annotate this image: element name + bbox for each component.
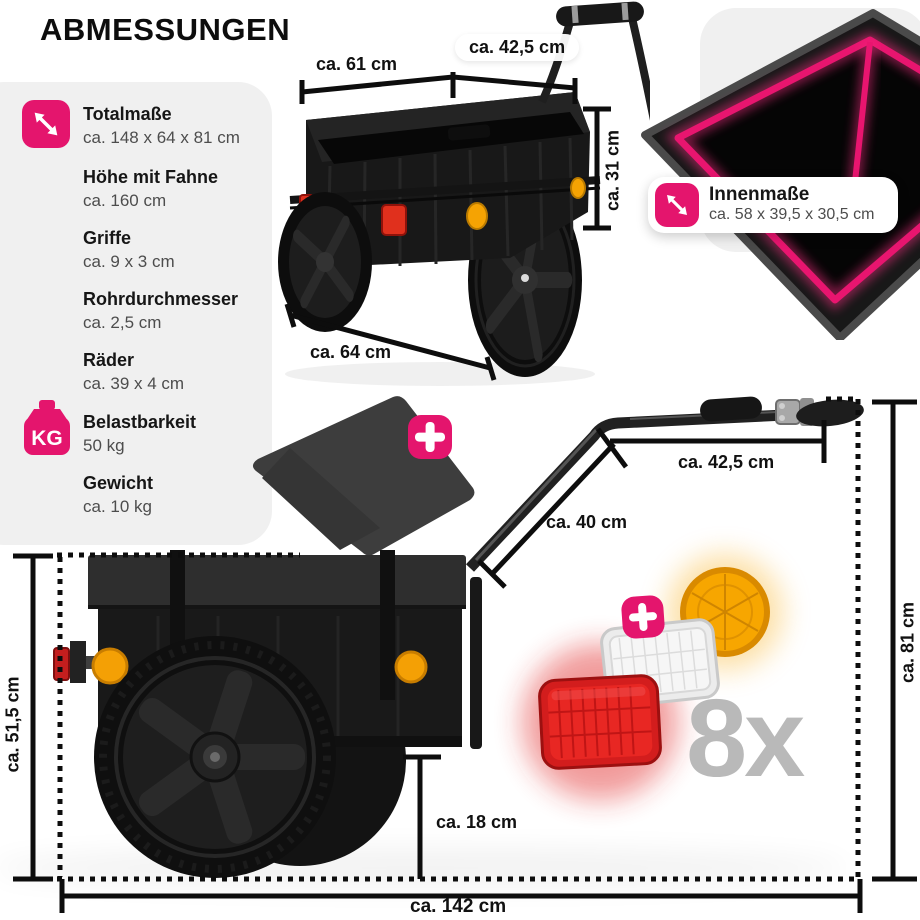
dim-handle-width-side: ca. 42,5 cm xyxy=(678,452,775,472)
dim-drawbar-length: ca. 40 cm xyxy=(546,512,628,532)
spec-label: Gewicht xyxy=(83,473,154,493)
strap xyxy=(380,550,395,700)
kg-weight-icon: KG xyxy=(24,400,70,455)
spec-label: Griffe xyxy=(83,228,132,248)
orange-reflector xyxy=(394,650,428,684)
inner-dimensions-value: ca. 58 x 39,5 x 30,5 cm xyxy=(709,206,875,224)
dotted-guide-lines xyxy=(57,396,861,882)
reflector-count: 8x xyxy=(686,677,805,800)
spec-value: ca. 39 x 4 cm xyxy=(83,373,185,393)
spec-item: Rohrdurchmesser ca. 2,5 cm xyxy=(83,289,238,333)
tarp-fold xyxy=(262,448,380,550)
spec-item: Gewicht ca. 10 kg xyxy=(83,473,153,517)
red-rear-reflector xyxy=(53,647,70,681)
spec-value: ca. 2,5 cm xyxy=(83,312,162,332)
red-reflector-large xyxy=(538,674,662,770)
spec-item: Höhe mit Fahne ca. 160 cm xyxy=(83,167,218,211)
dim-handle-width-top: ca. 42,5 cm xyxy=(455,34,580,61)
diagonal-arrows-icon xyxy=(655,183,699,227)
side-view-dimension-lines xyxy=(13,399,917,913)
inner-dimensions-label: Innenmaße xyxy=(709,184,810,206)
spec-value: ca. 9 x 3 cm xyxy=(83,251,175,271)
dim-body-height: ca. 51,5 cm xyxy=(2,676,23,773)
page-title: ABMESSUNGEN xyxy=(40,12,291,47)
dim-length-top: ca. 61 cm xyxy=(316,54,398,74)
inner-dimensions-pill: Innenmaße ca. 58 x 39,5 x 30,5 cm xyxy=(648,177,898,233)
specs-card xyxy=(0,82,272,545)
drawbar-grip xyxy=(700,396,762,422)
svg-text:KG: KG xyxy=(31,427,63,450)
spec-label: Höhe mit Fahne xyxy=(83,167,219,187)
reflector-set xyxy=(522,554,783,800)
spec-value: 50 kg xyxy=(83,435,125,455)
box-handle-notch xyxy=(447,124,491,141)
spec-label: Rohrdurchmesser xyxy=(83,289,239,309)
spec-label: Belastbarkeit xyxy=(83,412,197,432)
trailer-rear-view-photo xyxy=(278,1,650,386)
dim-ground-clearance: ca. 18 cm xyxy=(436,812,518,832)
push-handle xyxy=(538,1,650,121)
hitch-coupler xyxy=(796,399,864,427)
orange-reflector xyxy=(570,177,586,199)
dim-total-height: ca. 81 cm xyxy=(897,601,918,684)
inner-box-photo xyxy=(641,9,920,340)
near-wheel xyxy=(94,636,336,878)
spec-value: ca. 148 x 64 x 81 cm xyxy=(83,127,240,147)
drawbar xyxy=(465,396,864,572)
rear-left-wheel xyxy=(278,192,372,332)
diagonal-arrows-icon xyxy=(22,100,70,148)
orange-reflector xyxy=(466,202,488,230)
top-view-dimension-lines xyxy=(284,72,611,381)
dim-box-height: ca. 31 cm xyxy=(602,129,623,212)
rear-bracket xyxy=(70,641,86,683)
spec-value: ca. 160 cm xyxy=(83,190,167,210)
dim-length-bottom: ca. 64 cm xyxy=(310,342,392,362)
spec-value: ca. 10 kg xyxy=(83,496,152,516)
dim-total-length: ca. 142 cm xyxy=(410,896,507,917)
spec-item: Räder ca. 39 x 4 cm xyxy=(83,350,184,394)
plus-icon xyxy=(408,415,452,459)
spec-label: Räder xyxy=(83,350,135,370)
spec-item: Totalmaße ca. 148 x 64 x 81 cm xyxy=(83,104,240,148)
plus-icon xyxy=(620,594,666,640)
cargo-box xyxy=(306,92,590,266)
spec-label: Totalmaße xyxy=(83,104,172,124)
ground-shadow xyxy=(0,848,850,888)
trailer-side-view-photo xyxy=(0,396,917,913)
pink-inner-rim xyxy=(674,36,920,304)
orange-reflector xyxy=(91,647,129,685)
hitch-clamp xyxy=(775,399,801,425)
red-reflector xyxy=(381,204,407,236)
spec-item: Griffe ca. 9 x 3 cm xyxy=(83,228,175,272)
spec-item: Belastbarkeit 50 kg xyxy=(83,412,196,456)
front-frame-tube xyxy=(470,577,482,749)
